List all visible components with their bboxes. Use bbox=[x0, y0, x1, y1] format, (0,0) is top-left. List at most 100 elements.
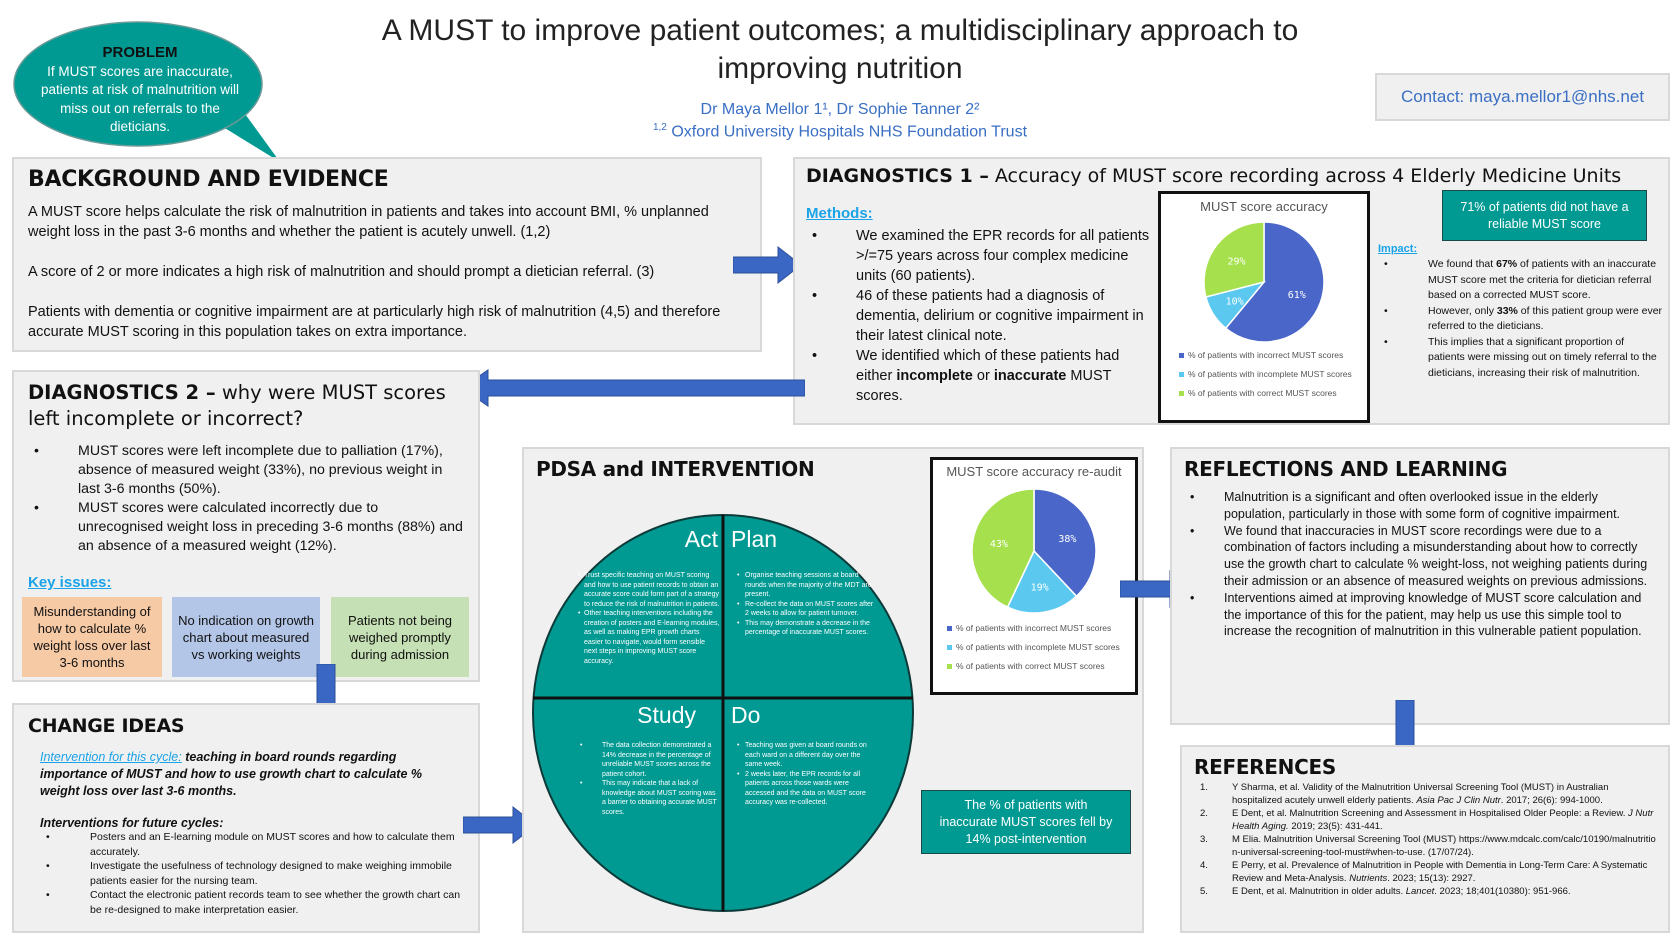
reference-item: 2.E Dent, et al. Malnutrition Screening … bbox=[1194, 807, 1656, 833]
plan-label: Plan bbox=[731, 526, 778, 552]
diagnostics2-heading-bold: DIAGNOSTICS 2 – bbox=[28, 381, 216, 404]
impact-item: We found that 67% of patients with an in… bbox=[1378, 257, 1663, 304]
problem-text: If MUST scores are inaccurate, patients … bbox=[40, 63, 240, 135]
problem-text-block: PROBLEM If MUST scores are inaccurate, p… bbox=[30, 44, 250, 137]
legend-swatch bbox=[947, 644, 952, 650]
contact-email[interactable]: Contact: maya.mellor1@nhs.net bbox=[1400, 87, 1645, 106]
ref-text: Y Sharma, et al. Validity of the Malnutr… bbox=[1232, 781, 1656, 807]
text: However, only bbox=[1428, 304, 1497, 317]
methods-item: We examined the EPR records for all pati… bbox=[806, 226, 1151, 286]
plan-list: Organise teaching sessions at board roun… bbox=[731, 571, 876, 638]
methods-item: We identified which of these patients ha… bbox=[806, 346, 1151, 406]
title-line-1: A MUST to improve patient outcomes; a mu… bbox=[381, 14, 1299, 47]
callout-fell-text: The % of patients with inaccurate MUST s… bbox=[939, 797, 1113, 846]
text: E Dent, et al. Malnutrition in older adu… bbox=[1232, 886, 1406, 897]
problem-speech-bubble bbox=[13, 21, 280, 162]
legend-swatch bbox=[1179, 390, 1184, 396]
plan-item: Organise teaching sessions at board roun… bbox=[731, 571, 876, 600]
pie-data-label: 19% bbox=[1031, 583, 1049, 594]
do-list: Teaching was given at board rounds on ea… bbox=[731, 741, 871, 808]
reflections-heading: REFLECTIONS AND LEARNING bbox=[1184, 457, 1508, 481]
legend-label: % of patients with incorrect MUST scores bbox=[1188, 350, 1344, 360]
journal: Asia Pac J Clin Nutr bbox=[1416, 795, 1501, 806]
author-names: Dr Maya Mellor 1¹, Dr Sophie Tanner 2² bbox=[700, 101, 980, 118]
background-panel: BACKGROUND AND EVIDENCE A MUST score hel… bbox=[12, 157, 762, 352]
reference-item: 3.M Elia. Malnutrition Universal Screeni… bbox=[1194, 833, 1656, 859]
legend-item: % of patients with incorrect MUST scores bbox=[1179, 350, 1367, 360]
legend-item: % of patients with incomplete MUST score… bbox=[947, 642, 1135, 652]
background-paragraph: A score of 2 or more indicates a high ri… bbox=[28, 264, 655, 280]
diagnostics1-heading-bold: DIAGNOSTICS 1 – bbox=[806, 165, 989, 187]
reflections-panel: REFLECTIONS AND LEARNING Malnutrition is… bbox=[1170, 447, 1670, 725]
text: of patients with an inaccurate MUST scor… bbox=[1428, 258, 1657, 301]
diagnostics2-item: MUST scores were calculated incorrectly … bbox=[28, 499, 464, 556]
key-issue-text: No indication on growth chart about meas… bbox=[178, 612, 314, 662]
pdsa-act: Act Trust specific teaching on MUST scor… bbox=[572, 526, 720, 666]
methods-block: Methods: We examined the EPR records for… bbox=[806, 205, 1151, 406]
act-label: Act bbox=[684, 526, 718, 552]
this-cycle-label: Intervention for this cycle: bbox=[40, 750, 182, 764]
pdsa-study: Study The data collection demonstrated a… bbox=[574, 702, 720, 817]
affiliation: 1,2 Oxford University Hospitals NHS Foun… bbox=[560, 122, 1120, 141]
bubble-body bbox=[13, 21, 263, 147]
impact-list: We found that 67% of patients with an in… bbox=[1378, 257, 1663, 381]
chart-title: MUST score accuracy re-audit bbox=[946, 464, 1122, 479]
methods-label: Methods: bbox=[806, 205, 873, 222]
pdsa-heading: PDSA and INTERVENTION bbox=[536, 457, 815, 481]
reflections-list: Malnutrition is a significant and often … bbox=[1184, 489, 1656, 640]
affiliation-sup: 1,2 bbox=[652, 122, 667, 133]
diagnostics1-heading: DIAGNOSTICS 1 – Accuracy of MUST score r… bbox=[806, 165, 1621, 187]
plan-item: This may demonstrate a decrease in the p… bbox=[731, 619, 876, 638]
text: We found that bbox=[1428, 258, 1497, 270]
do-item: Teaching was given at board rounds on ea… bbox=[731, 741, 871, 770]
diagnostics2-list: MUST scores were left incomplete due to … bbox=[28, 442, 464, 556]
text: . 2017; 26(6): 994-1000. bbox=[1500, 795, 1603, 806]
study-list: The data collection demonstrated a 14% d… bbox=[574, 741, 720, 817]
legend-item: % of patients with correct MUST scores bbox=[1179, 388, 1367, 398]
text: MUST scores. bbox=[856, 368, 1112, 404]
pie-slice bbox=[971, 488, 1035, 609]
pie-chart: 61%10%29% bbox=[1203, 221, 1325, 343]
study-item: This may indicate that a lack of knowled… bbox=[574, 779, 720, 817]
diagnostics2-heading: DIAGNOSTICS 2 – why were MUST scores lef… bbox=[28, 380, 464, 432]
pie-data-label: 29% bbox=[1227, 257, 1245, 268]
bold-text: incomplete bbox=[896, 368, 973, 384]
future-list: Posters and an E-learning module on MUST… bbox=[28, 830, 464, 917]
journal: Lancet bbox=[1405, 886, 1435, 897]
key-issue-box: Patients not being weighed promptly duri… bbox=[331, 597, 469, 677]
authors: Dr Maya Mellor 1¹, Dr Sophie Tanner 2² 1… bbox=[560, 101, 1120, 141]
study-label: Study bbox=[637, 702, 696, 728]
reflections-item: Malnutrition is a significant and often … bbox=[1184, 489, 1656, 523]
references-panel: REFERENCES 1.Y Sharma, et al. Validity o… bbox=[1180, 745, 1670, 933]
ref-number: 3. bbox=[1200, 834, 1208, 845]
text: . 2023; 18;401(10380): 951-966. bbox=[1434, 886, 1571, 897]
callout-unreliable-text: 71% of patients did not have a reliable … bbox=[1460, 199, 1629, 231]
key-issue-box: No indication on growth chart about meas… bbox=[172, 597, 320, 677]
pie-slice bbox=[1224, 221, 1325, 343]
chart-legend: % of patients with incorrect MUST scores… bbox=[1161, 350, 1367, 398]
key-issue-text: Patients not being weighed promptly duri… bbox=[347, 612, 453, 662]
pie-data-label: 43% bbox=[990, 539, 1008, 550]
text: 2019; 23(5): 431-441. bbox=[1288, 821, 1383, 832]
ref-text: E Dent, et al. Malnutrition Screening an… bbox=[1232, 807, 1656, 833]
journal: Nutrients bbox=[1349, 873, 1388, 884]
legend-item: % of patients with incorrect MUST scores bbox=[947, 623, 1135, 633]
text: This implies that a significant proporti… bbox=[1428, 335, 1657, 379]
methods-list: We examined the EPR records for all pati… bbox=[806, 226, 1151, 406]
chart-must-reaudit: MUST score accuracy re-audit 38%19%43% %… bbox=[930, 457, 1138, 695]
text: We identified which of these patients ha… bbox=[856, 348, 1120, 384]
do-item: 2 weeks later, the EPR records for all p… bbox=[731, 770, 871, 808]
impact-item: This implies that a significant proporti… bbox=[1378, 335, 1663, 382]
future-item: Posters and an E-learning module on MUST… bbox=[40, 830, 464, 859]
bold-text: inaccurate bbox=[993, 368, 1067, 384]
background-heading: BACKGROUND AND EVIDENCE bbox=[28, 167, 389, 192]
legend-item: % of patients with correct MUST scores bbox=[947, 661, 1135, 671]
legend-swatch bbox=[947, 625, 952, 631]
references-heading: REFERENCES bbox=[1194, 755, 1336, 779]
contact-box: Contact: maya.mellor1@nhs.net bbox=[1375, 73, 1670, 121]
poster-title: A MUST to improve patient outcomes; a mu… bbox=[300, 12, 1380, 88]
arrow-left-icon bbox=[461, 369, 805, 407]
legend-item: % of patients with incomplete MUST score… bbox=[1179, 369, 1367, 379]
pdsa-plan: Plan Organise teaching sessions at board… bbox=[731, 526, 876, 638]
diagnostics1-heading-rest: Accuracy of MUST score recording across … bbox=[988, 165, 1622, 187]
